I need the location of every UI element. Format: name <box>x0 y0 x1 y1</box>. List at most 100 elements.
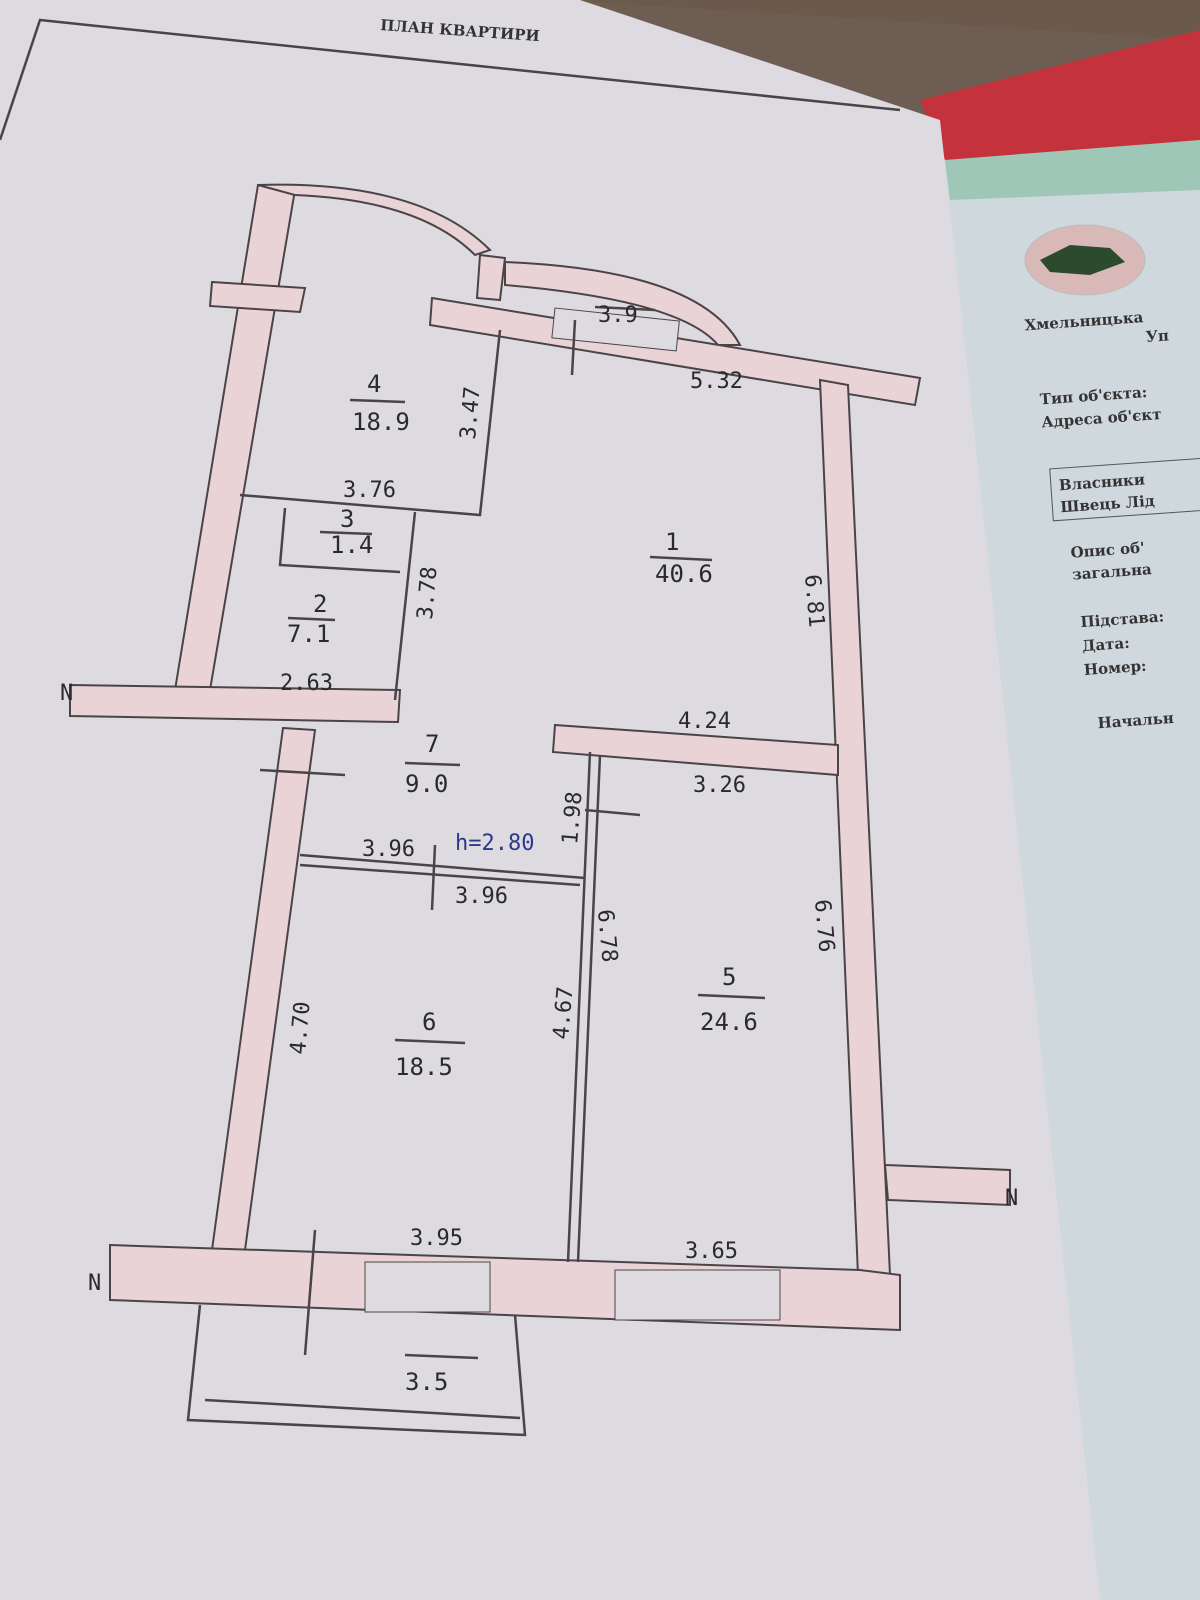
plan-text: 1.4 <box>330 531 373 559</box>
plan-shape <box>299 853 586 880</box>
plan-shape <box>584 808 641 817</box>
plan-shape <box>319 530 373 536</box>
doc-line: Власники <box>1058 470 1145 494</box>
wall-mark: N <box>88 1271 101 1296</box>
plan-shape <box>504 260 742 346</box>
wall-mark: N <box>1005 1186 1018 1211</box>
plan-text: 2 <box>313 590 327 618</box>
plan-shape <box>551 723 839 777</box>
plan-shape <box>208 280 307 314</box>
balcony-top-label: 3.9 <box>594 303 656 328</box>
plan-text: 1.98 <box>558 791 588 846</box>
plan-shape <box>576 754 602 1263</box>
partitions <box>186 319 641 1437</box>
plan-text: 7.1 <box>287 620 330 648</box>
room-2-label: 27.1 <box>287 590 336 648</box>
plan-shape <box>394 1038 466 1045</box>
plan-shape <box>303 1229 317 1356</box>
plan-text: 3.5 <box>405 1368 448 1396</box>
ukraine-map-icon <box>1040 245 1125 275</box>
room-4-label: 418.9 <box>349 370 410 436</box>
plan-text: 2.63 <box>280 671 333 696</box>
plan-text: 4.67 <box>549 986 579 1041</box>
owners-box <box>1049 456 1200 522</box>
plan-shape <box>697 993 766 1000</box>
plan-shape <box>594 305 656 312</box>
plan-shape <box>259 768 346 777</box>
page-frame <box>0 18 901 141</box>
plan-text: 4.24 <box>678 709 731 734</box>
plan-text: 18.9 <box>352 408 410 436</box>
plan-text: 3.47 <box>456 386 486 441</box>
plan-shape <box>614 1269 781 1321</box>
plan-shape <box>364 1261 491 1313</box>
plan-shape <box>404 761 461 767</box>
plan-text: 3 <box>340 505 354 533</box>
plan-text: 6.81 <box>799 573 829 628</box>
plan-shape <box>239 329 502 517</box>
plan-text: 3.96 <box>455 884 508 909</box>
doc-heading: Уп <box>1145 326 1169 346</box>
plan-shape <box>186 1304 527 1437</box>
room-7-label: 79.0 <box>404 730 461 798</box>
plan-shape <box>883 1163 1011 1207</box>
room-1-label: 140.6 <box>649 528 713 588</box>
side-document <box>930 50 1200 1600</box>
ceiling-height: h=2.80 <box>455 831 534 856</box>
plan-text: 5 <box>722 963 736 991</box>
plan-text: 3.78 <box>413 566 443 621</box>
plan-text: 5.32 <box>690 369 743 394</box>
plan-shape <box>649 555 713 562</box>
plan-page <box>0 0 1100 1600</box>
plan-shape <box>404 1353 479 1360</box>
wall-mark: N <box>60 681 73 706</box>
plan-text: 3.9 <box>598 303 638 328</box>
room-6-label: 618.5 <box>394 1008 466 1081</box>
plan-shape <box>430 844 437 911</box>
plan-text: 3.65 <box>685 1239 738 1264</box>
room-labels: 140.6 27.1 31.4 418.9 524.6 618.5 79.0 3… <box>287 303 766 1396</box>
plan-shape <box>299 863 581 887</box>
plan-text: 24.6 <box>700 1008 758 1036</box>
doc-line: Начальн <box>1097 709 1174 732</box>
plan-shape <box>566 751 592 1263</box>
doc-line: Дата: <box>1082 634 1131 655</box>
plan-shape <box>570 319 577 376</box>
plan-text: 3.76 <box>343 478 396 503</box>
plan-shape <box>551 307 680 352</box>
plan-shape <box>393 511 417 701</box>
dimension-labels: 3.47 3.76 3.78 2.63 5.32 6.81 4.24 3.26 … <box>60 369 1018 1296</box>
plan-shape <box>428 296 922 407</box>
plan-shape <box>278 507 401 574</box>
plan-text: 3.95 <box>410 1226 463 1251</box>
plan-shape <box>287 616 336 622</box>
room-5-label: 524.6 <box>697 963 766 1036</box>
doc-line: загальна <box>1072 560 1153 584</box>
plan-text: 3.26 <box>693 773 746 798</box>
plan-text: 6 <box>422 1008 436 1036</box>
plan-text: 4 <box>367 370 381 398</box>
plan-text: 1 <box>665 528 679 556</box>
balcony-bottom-label: 3.5 <box>404 1353 479 1396</box>
plan-text: 6.76 <box>809 898 839 953</box>
doc-line: Опис об' <box>1070 539 1145 562</box>
plan-shape <box>475 253 507 302</box>
room-3-label: 31.4 <box>319 505 373 559</box>
walls <box>69 183 1011 1332</box>
plan-shape <box>257 183 492 257</box>
plan-text: 3.96 <box>362 837 415 862</box>
side-document-band <box>945 140 1200 200</box>
plan-text: 40.6 <box>655 560 713 588</box>
plan-text: 9.0 <box>405 770 448 798</box>
plan-shape <box>349 398 406 404</box>
plan-shape <box>204 1398 521 1420</box>
plan-text: 4.70 <box>286 1001 316 1056</box>
plan-text: 6.78 <box>592 908 622 963</box>
doc-line: Номер: <box>1083 657 1147 679</box>
side-document-cover <box>920 30 1200 160</box>
plan-text: 18.5 <box>395 1053 453 1081</box>
doc-line: Підстава: <box>1080 607 1165 631</box>
plan-text: 7 <box>425 730 439 758</box>
